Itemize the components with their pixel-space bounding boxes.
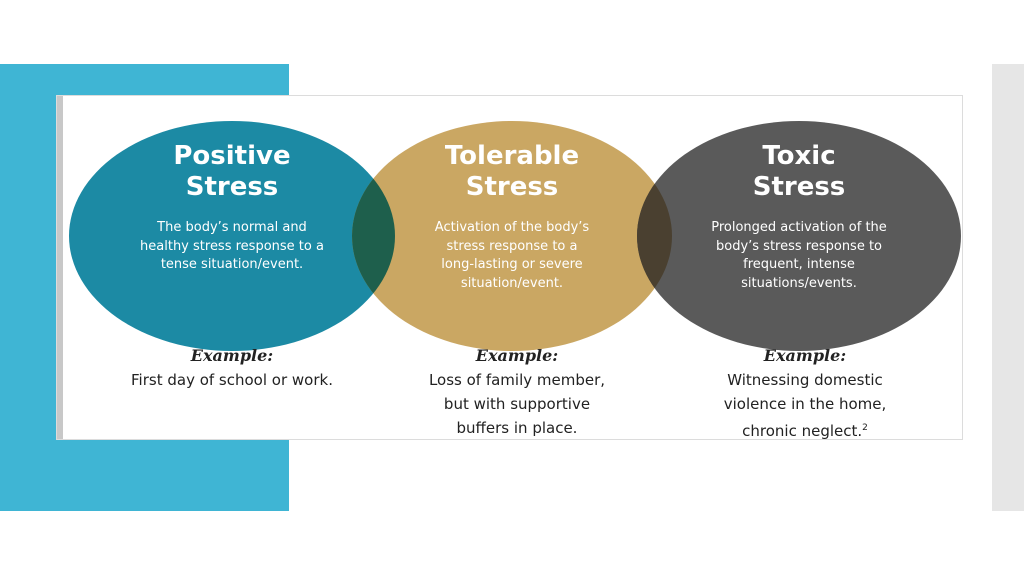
toxic-stress-block: Toxic Stress Prolonged activation of the…: [669, 141, 929, 293]
toxic-example-text: Witnessing domestic violence in the home…: [723, 371, 887, 439]
stress-diagram-panel: Positive Stress The body’s normal and he…: [57, 96, 962, 439]
positive-example-text: First day of school or work.: [131, 371, 333, 389]
positive-stress-title: Positive Stress: [173, 141, 291, 202]
positive-stress-block: Positive Stress The body’s normal and he…: [102, 141, 362, 275]
toxic-stress-description: Prolonged activation of the body’s stres…: [711, 220, 887, 291]
positive-stress-description: The body’s normal and healthy stress res…: [140, 220, 324, 272]
positive-example: Example: First day of school or work.: [92, 346, 372, 392]
right-side-bar: [992, 64, 1024, 511]
toxic-example-heading: Example:: [763, 346, 847, 365]
footnote-marker: 2: [862, 423, 868, 433]
toxic-stress-circle: [637, 121, 961, 351]
tolerable-example: Example: Loss of family member, but with…: [377, 346, 657, 439]
tolerable-example-heading: Example:: [475, 346, 559, 365]
toxic-stress-title: Toxic Stress: [752, 141, 846, 202]
toxic-example: Example: Witnessing domestic violence in…: [665, 346, 945, 439]
panel-left-edge: [57, 96, 63, 439]
toxic-example-text-wrap: Witnessing domestic violence in the home…: [665, 368, 945, 439]
positive-stress-circle: [69, 121, 395, 351]
positive-example-heading: Example:: [190, 346, 274, 365]
tolerable-example-text: Loss of family member, but with supporti…: [428, 371, 606, 437]
tolerable-stress-description: Activation of the body’s stress response…: [434, 220, 590, 291]
tolerable-stress-block: Tolerable Stress Activation of the body’…: [382, 141, 642, 293]
venn-circles: [69, 121, 961, 351]
tolerable-stress-circle: [352, 121, 672, 351]
tolerable-stress-title: Tolerable Stress: [444, 141, 580, 202]
